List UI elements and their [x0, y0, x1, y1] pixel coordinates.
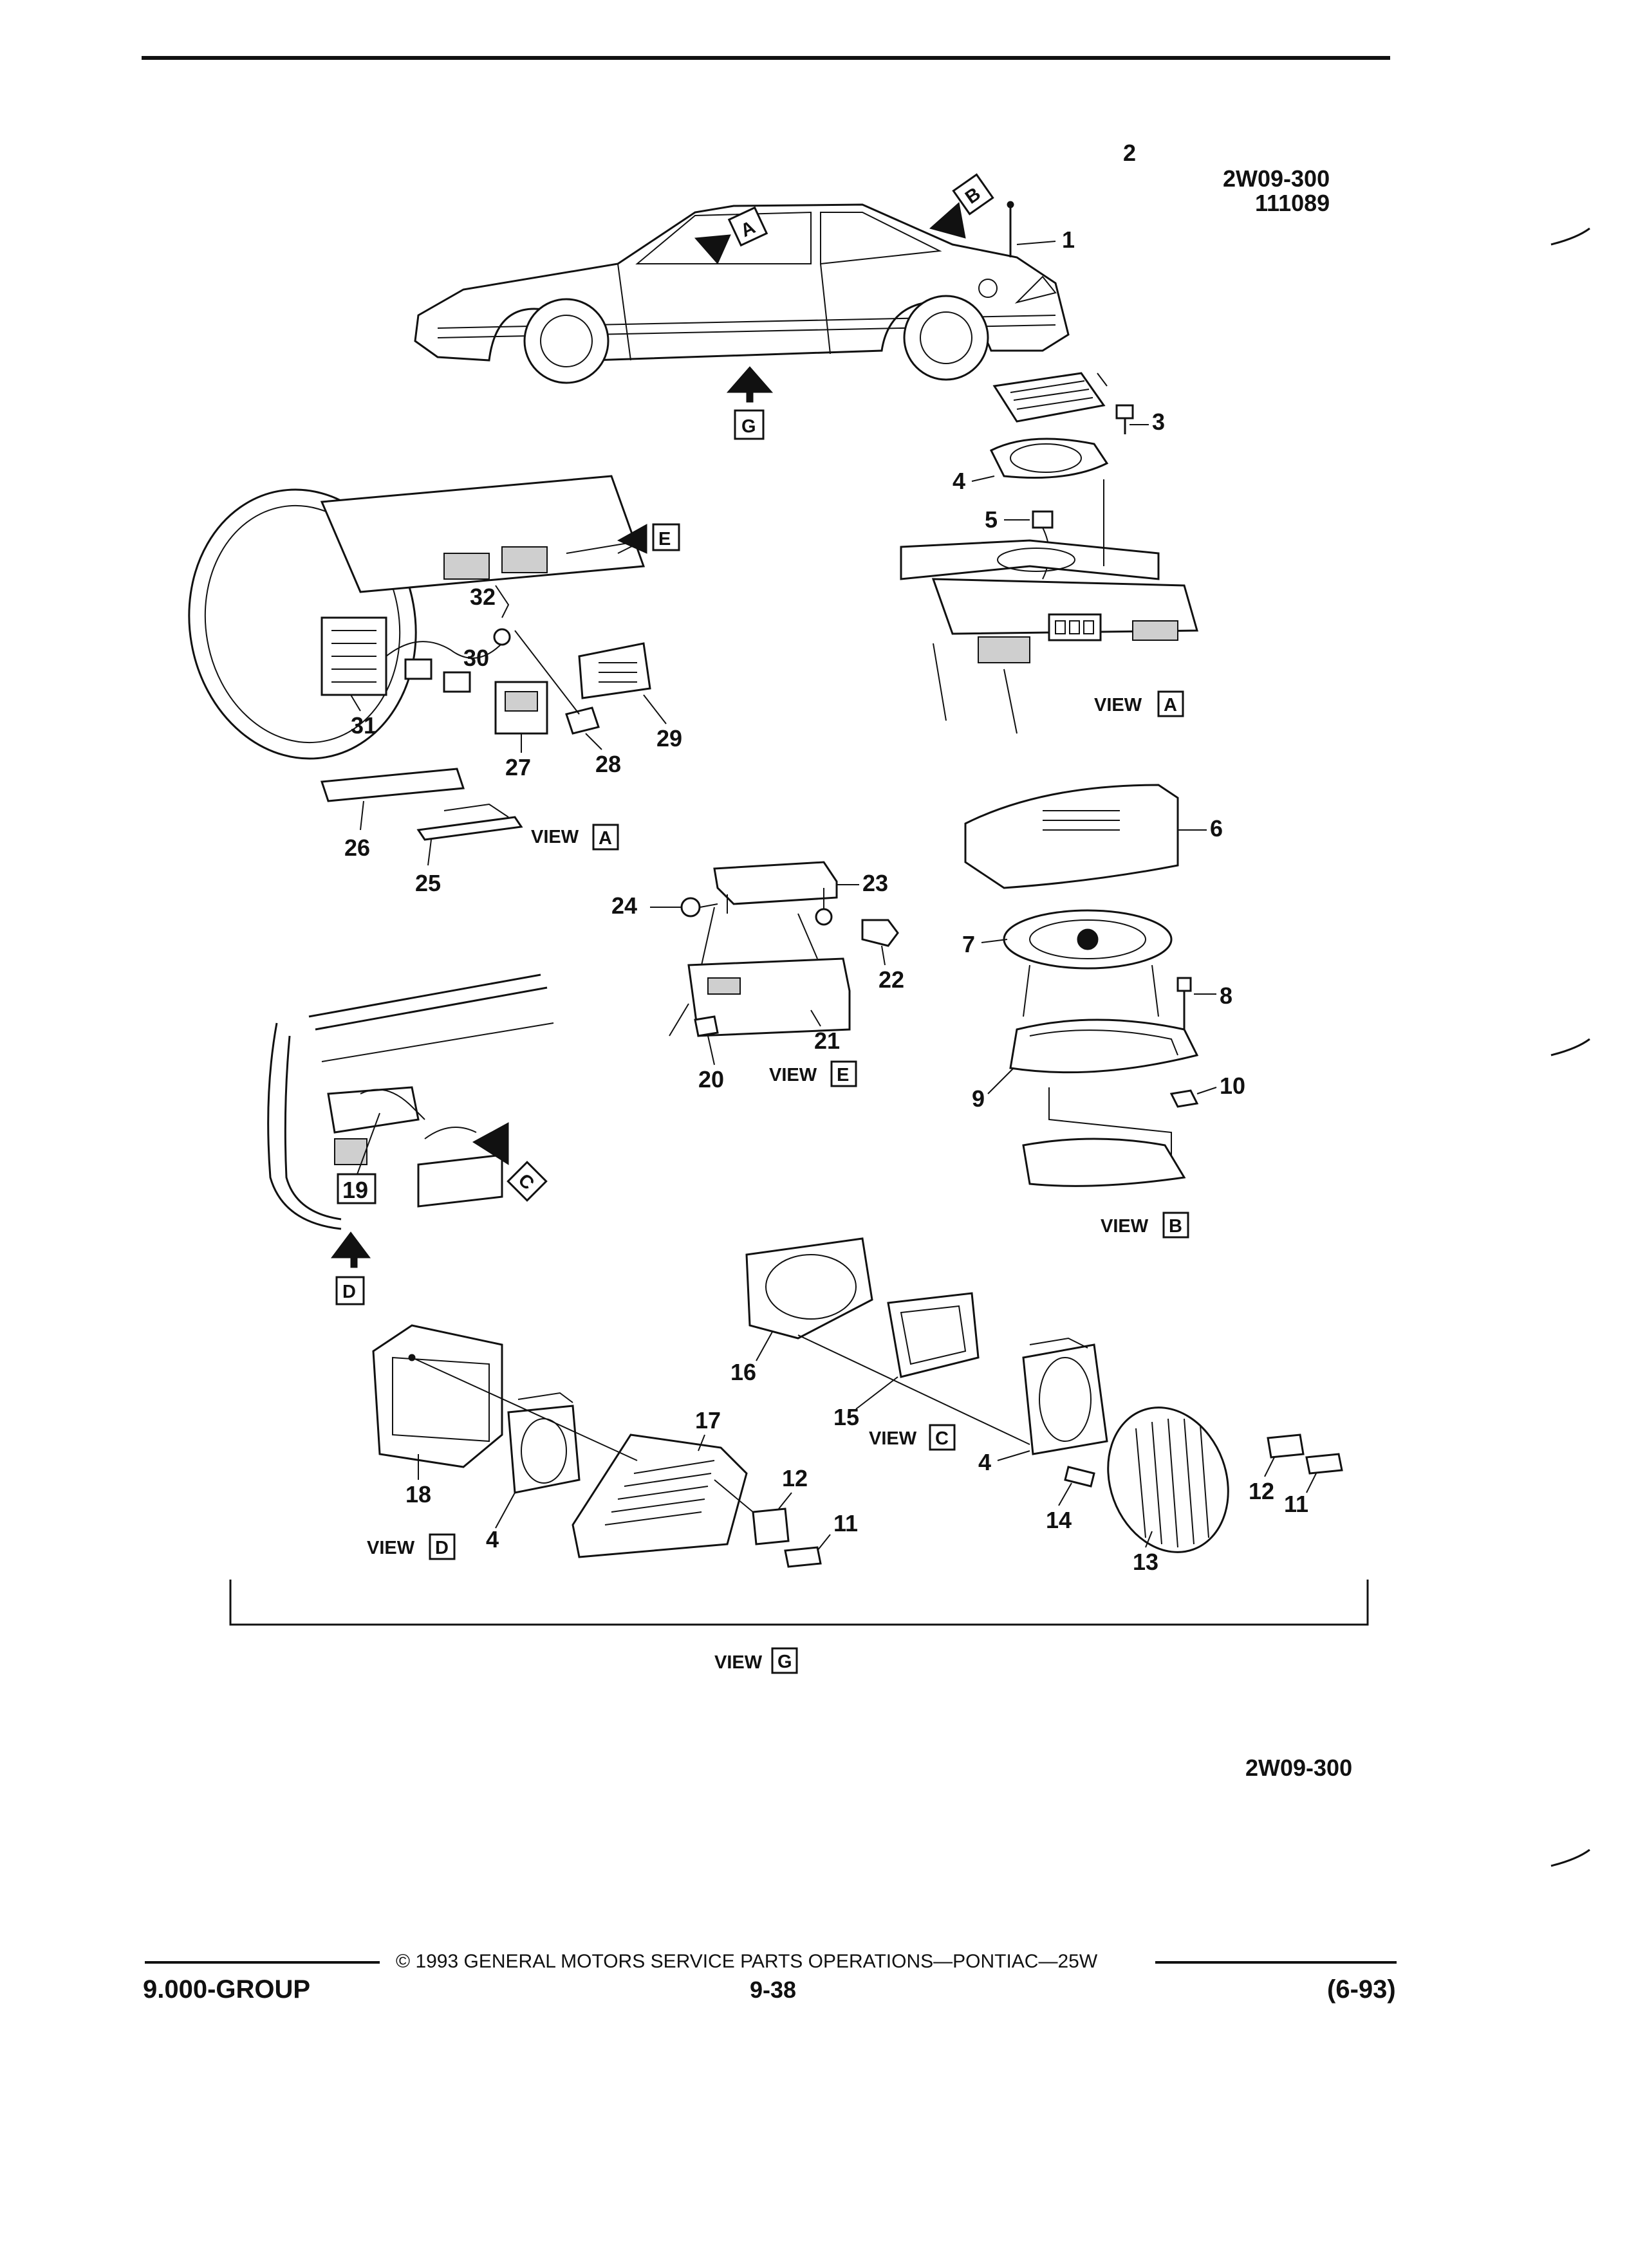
binder-mark — [1550, 227, 1590, 246]
callout-4-view-c: 4 — [978, 1449, 991, 1475]
figure-code: 2W09-300 — [1223, 165, 1330, 192]
part-26 — [320, 768, 465, 802]
callout-29: 29 — [656, 725, 682, 751]
view-b-arrow — [929, 202, 966, 239]
svg-text:A: A — [1164, 695, 1177, 715]
copyright-line: © 1993 GENERAL MOTORS SERVICE PARTS OPER… — [396, 1951, 1098, 1972]
view-a-arrow — [694, 234, 731, 264]
callout-28: 28 — [595, 751, 621, 777]
callout-14: 14 — [1046, 1507, 1072, 1533]
svg-text:A: A — [599, 828, 612, 849]
callout-19: 19 — [342, 1177, 368, 1203]
view-b-box — [952, 173, 994, 216]
view-d-box — [335, 1276, 365, 1305]
callout-17: 17 — [695, 1407, 721, 1434]
callout-32: 32 — [470, 584, 496, 610]
callout-12-left: 12 — [782, 1465, 808, 1491]
callout-15: 15 — [833, 1404, 859, 1430]
callout-11-left: 11 — [833, 1510, 858, 1536]
callout-16: 16 — [730, 1359, 756, 1385]
callout-5: 5 — [985, 506, 998, 533]
callout-20: 20 — [698, 1066, 724, 1093]
figure-date: 111089 — [1255, 190, 1330, 216]
group-label: 9.000-GROUP — [143, 1975, 310, 2004]
view-e-box — [652, 523, 680, 551]
callout-12-right: 12 — [1249, 1478, 1274, 1504]
view-c-label: VIEW — [869, 1428, 917, 1449]
car-illustration — [414, 201, 1070, 384]
svg-text:B: B — [1169, 1216, 1182, 1237]
footer-code: 2W09-300 — [1245, 1755, 1352, 1781]
binder-mark — [1550, 1849, 1590, 1867]
view-g-box — [734, 409, 765, 440]
callout-18: 18 — [405, 1481, 431, 1507]
callout-7: 7 — [962, 931, 975, 957]
svg-text:G: G — [741, 416, 756, 437]
callout-21: 21 — [814, 1028, 840, 1054]
callout-2: 2 — [1123, 140, 1136, 166]
part-25 — [416, 816, 523, 841]
callout-8: 8 — [1220, 982, 1232, 1009]
callout-4-view-d: 4 — [486, 1526, 499, 1553]
view-a-box — [727, 206, 768, 247]
rear-deck-assembly — [900, 372, 1198, 734]
revision-date: (6-93) — [1327, 1975, 1396, 2004]
svg-text:C: C — [935, 1428, 949, 1449]
view-d-parts — [372, 1324, 822, 1568]
callout-22: 22 — [879, 966, 904, 993]
view-a-label-2: VIEW — [531, 827, 579, 847]
svg-text:D: D — [435, 1538, 449, 1558]
view-c-box — [507, 1161, 548, 1202]
callout-24: 24 — [611, 892, 637, 919]
callout-1: 1 — [1062, 226, 1075, 253]
view-c-parts — [745, 1237, 1343, 1553]
amplifier-assembly — [669, 861, 899, 1037]
svg-text:E: E — [658, 529, 671, 549]
callout-26: 26 — [344, 834, 370, 861]
view-g-arrow — [726, 366, 774, 403]
callout-13: 13 — [1133, 1549, 1158, 1575]
view-e-label: VIEW — [769, 1065, 817, 1085]
callout-3: 3 — [1152, 409, 1165, 435]
callout-25: 25 — [415, 870, 441, 896]
dash-assembly — [188, 475, 651, 760]
binder-mark — [1550, 1038, 1590, 1056]
rear-speaker-assembly — [964, 784, 1199, 1187]
callout-10: 10 — [1220, 1073, 1245, 1099]
callout-9: 9 — [972, 1085, 985, 1112]
view-a-label: VIEW — [1094, 695, 1142, 715]
svg-text:E: E — [837, 1065, 849, 1085]
svg-text:G: G — [777, 1652, 792, 1672]
door-assembly — [267, 973, 554, 1268]
callout-30: 30 — [463, 645, 489, 671]
page-number: 9-38 — [750, 1977, 796, 2003]
view-g-label: VIEW — [714, 1652, 763, 1673]
callout-31: 31 — [351, 712, 377, 739]
svg-text:D: D — [342, 1282, 356, 1302]
view-g-bracket — [229, 1580, 1369, 1626]
view-d-label: VIEW — [367, 1538, 415, 1558]
callout-4: 4 — [953, 468, 965, 494]
callout-27: 27 — [505, 754, 531, 780]
callout-11-right: 11 — [1284, 1491, 1308, 1517]
callout-6: 6 — [1210, 815, 1223, 842]
callout-23: 23 — [862, 870, 888, 896]
view-b-label: VIEW — [1101, 1216, 1149, 1237]
